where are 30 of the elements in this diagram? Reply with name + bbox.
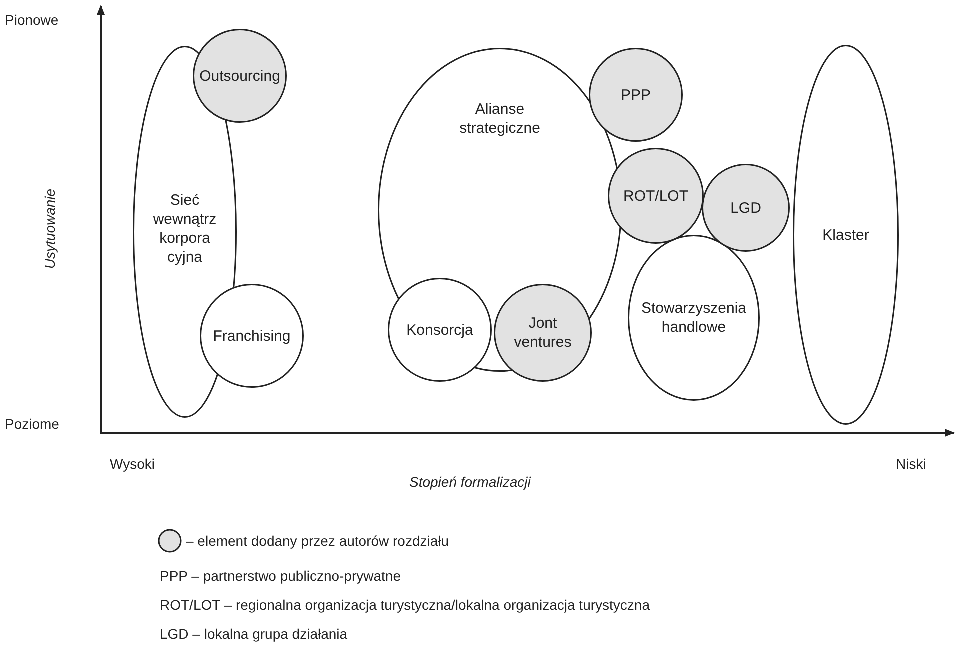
node-label: Outsourcing: [198, 66, 282, 86]
axis-title: Usytuowanie: [42, 188, 58, 270]
node-label: PPP: [620, 86, 652, 104]
axis-title: Stopień formalizacji: [410, 474, 531, 490]
node-label: Konsorcja: [406, 320, 474, 340]
node-label: Alianse strategiczne: [458, 100, 542, 138]
node-label: ROT/LOT: [622, 186, 690, 206]
legend-text: LGD – lokalna grupa działania: [160, 626, 348, 642]
axis-end-label: Wysoki: [110, 456, 155, 472]
node-label: Sieć wewnątrz korpora cyjna: [152, 191, 218, 267]
axis-end-label: Poziome: [5, 416, 60, 432]
legend-text: PPP – partnerstwo publiczno-prywatne: [160, 568, 401, 584]
legend-text: ROT/LOT – regionalna organizacja turystyczna/lokalna organizacja turystyczna: [160, 597, 650, 613]
circle: [193, 29, 287, 123]
circle: [388, 278, 492, 382]
ellipse: [793, 45, 899, 425]
axis-end-label: Pionowe: [5, 12, 59, 28]
node-label: Klaster: [822, 226, 870, 244]
circle: [702, 164, 790, 252]
circle: [494, 284, 592, 382]
circle: [200, 284, 304, 388]
node-label: Jont ventures: [513, 314, 573, 352]
node-label: Stowarzyszenia handlowe: [640, 299, 748, 337]
node-label: Franchising: [212, 326, 292, 346]
ellipse: [628, 235, 760, 401]
node-label: LGD: [730, 198, 762, 218]
axis-end-label: Niski: [896, 456, 926, 472]
circle: [608, 148, 704, 244]
legend-text: – element dodany przez autorów rozdziału: [186, 533, 450, 549]
circle: [589, 48, 683, 142]
